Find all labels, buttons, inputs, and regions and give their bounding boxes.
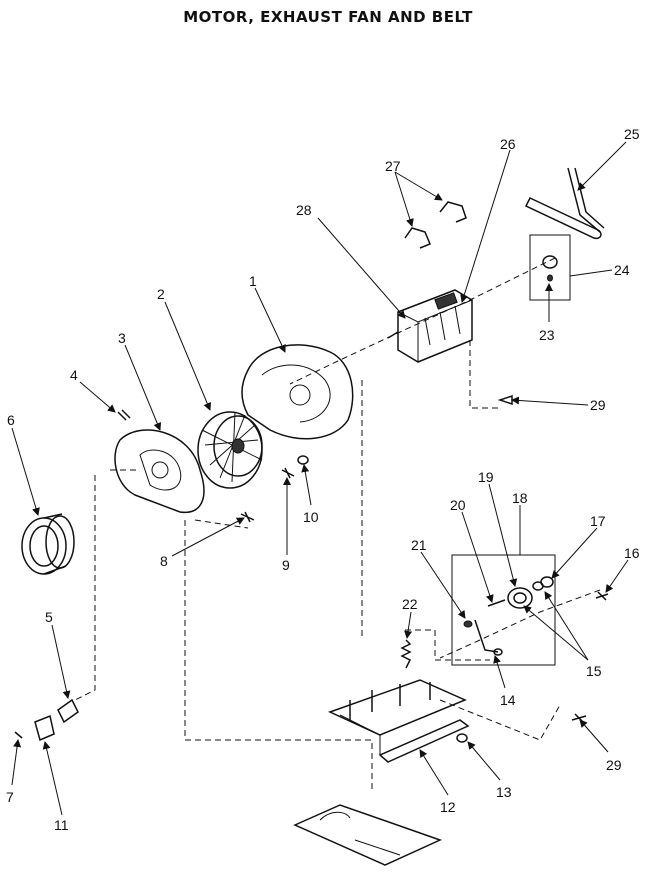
callout-9: 9 xyxy=(282,557,290,573)
callout-11: 11 xyxy=(54,817,69,833)
part-1-fan-housing xyxy=(241,344,354,440)
part-18-idler-box xyxy=(451,554,556,666)
diagram-title: MOTOR, EXHAUST FAN AND BELT xyxy=(183,8,473,26)
callout-13: 13 xyxy=(496,784,512,800)
callout-15: 15 xyxy=(586,663,602,679)
callout-29-bottom: 29 xyxy=(606,757,622,773)
callout-1: 1 xyxy=(249,273,257,289)
fasteners xyxy=(117,394,609,743)
assembly-lines xyxy=(74,257,601,790)
callout-22: 22 xyxy=(402,596,418,612)
part-22-spring xyxy=(400,639,412,669)
part-27-clips xyxy=(404,201,467,249)
callout-29-top: 29 xyxy=(590,397,606,413)
callout-3: 3 xyxy=(118,330,126,346)
callout-10: 10 xyxy=(303,509,319,525)
callout-17: 17 xyxy=(590,513,606,529)
callout-labels: 1 2 3 4 5 6 7 8 9 10 11 12 13 14 15 16 1… xyxy=(6,126,640,833)
callout-16: 16 xyxy=(624,545,640,561)
callout-12: 12 xyxy=(440,799,456,815)
callout-21: 21 xyxy=(411,537,427,553)
callout-19: 19 xyxy=(478,469,494,485)
part-3-housing-cover xyxy=(114,429,205,514)
callout-23: 23 xyxy=(539,327,555,343)
part-25-belt xyxy=(524,167,605,240)
callout-5: 5 xyxy=(45,609,53,625)
callout-8: 8 xyxy=(160,553,168,569)
leader-lines xyxy=(11,141,629,816)
base-plate xyxy=(293,804,443,866)
callout-24: 24 xyxy=(614,262,630,278)
brackets-5-7-11 xyxy=(14,698,79,742)
part-24-pulley-box xyxy=(529,234,571,301)
callout-4: 4 xyxy=(70,367,78,383)
part-6-ring xyxy=(21,513,75,575)
callout-20: 20 xyxy=(450,497,466,513)
callout-27: 27 xyxy=(385,158,401,174)
callout-2: 2 xyxy=(157,286,165,302)
part-26-motor xyxy=(387,289,473,363)
part-12-motor-mount xyxy=(328,679,470,763)
part-2-fan-wheel xyxy=(197,411,263,489)
callout-28: 28 xyxy=(296,202,312,218)
callout-18: 18 xyxy=(512,490,528,506)
callout-26: 26 xyxy=(500,136,516,152)
callout-14: 14 xyxy=(500,692,516,708)
callout-25: 25 xyxy=(624,126,640,142)
callout-7: 7 xyxy=(6,789,14,805)
callout-6: 6 xyxy=(7,412,15,428)
